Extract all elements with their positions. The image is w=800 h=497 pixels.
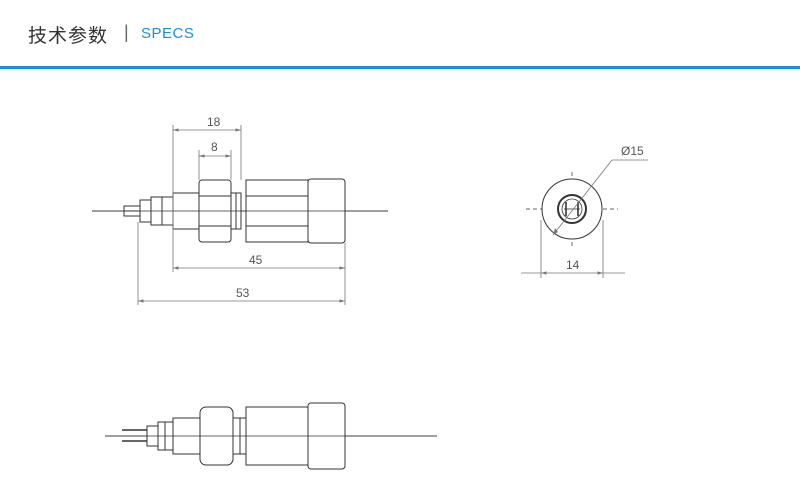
dim-label-53: 53: [236, 286, 250, 300]
end-view-dimensions: [521, 159, 648, 278]
dim-label-45: 45: [249, 253, 263, 267]
dim-label-14: 14: [566, 258, 580, 272]
header-title-cn: 技术参数: [28, 25, 109, 47]
side-view: [92, 178, 388, 244]
bottom-view: [105, 402, 437, 470]
end-view: [526, 172, 618, 246]
side-view-dimensions: [137, 125, 346, 305]
dim-label-8: 8: [211, 140, 218, 154]
header-separator: |: [124, 22, 129, 42]
header-divider: [0, 66, 800, 69]
dim-label-diameter: Ø15: [621, 144, 644, 158]
page-header: 技术参数 | SPECS: [0, 0, 800, 69]
header-title-en: SPECS: [141, 25, 195, 42]
dim-label-18: 18: [207, 115, 221, 129]
